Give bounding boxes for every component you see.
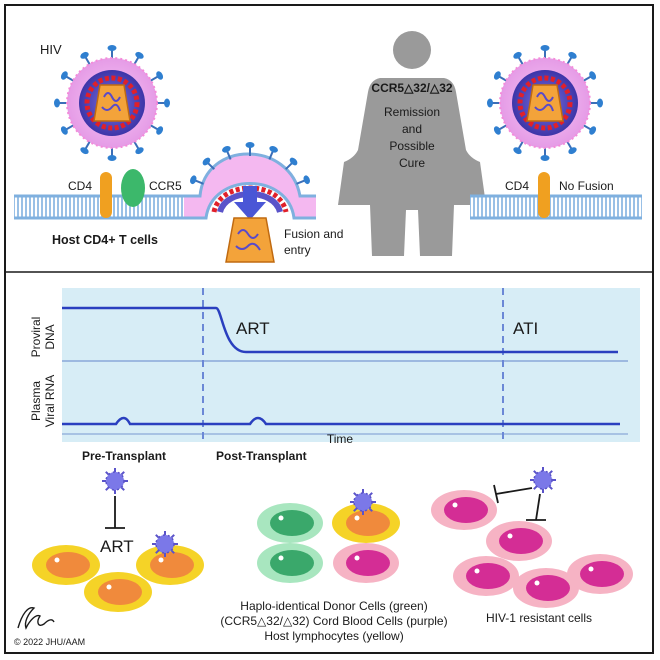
remission-line4: Cure xyxy=(399,156,425,170)
cord-cell-1 xyxy=(333,543,399,583)
remission-line3: Possible xyxy=(389,139,435,153)
envelope-spike-icon xyxy=(53,97,69,109)
host-membrane-left xyxy=(14,196,184,218)
cd4-receptor xyxy=(100,172,112,218)
legend-line2: (CCR5△32/△32) Cord Blood Cells (purple) xyxy=(220,614,447,628)
copyright-label: © 2022 JHU/AAM xyxy=(14,637,85,647)
legend-line3: Host lymphocytes (yellow) xyxy=(264,629,403,643)
entry-arrow xyxy=(234,186,266,220)
virus-icon-pre xyxy=(101,467,129,495)
resistant-cell-1 xyxy=(431,490,497,530)
envelope-spike-icon xyxy=(106,146,118,162)
envelope-spike-icon xyxy=(539,146,551,162)
cd4-right-label: CD4 xyxy=(505,179,529,193)
plasma-rna-curve xyxy=(62,416,620,426)
pre-transplant-label: Pre-Transplant xyxy=(82,449,166,463)
cd4-label: CD4 xyxy=(68,179,92,193)
hiv-label: HIV xyxy=(40,42,62,57)
ccr5-genotype-label: CCR5△32/△32 xyxy=(371,81,452,95)
fusion-label-line2: entry xyxy=(284,243,311,257)
block-line-2 xyxy=(535,493,541,521)
time-axis-label: Time xyxy=(327,432,354,446)
resistant-cell-2 xyxy=(486,521,552,561)
virus-icon-on-host xyxy=(151,530,179,558)
artist-signature xyxy=(17,607,55,630)
envelope-spike-icon xyxy=(539,44,551,60)
ccr5-label: CCR5 xyxy=(149,179,182,193)
envelope-spike-icon xyxy=(155,97,171,109)
host-cell-1 xyxy=(32,545,100,585)
proviral-label-line2: DNA xyxy=(43,324,57,349)
host-membrane-right xyxy=(470,196,642,218)
art-bottom-label: ART xyxy=(100,537,134,556)
plasma-label-line1: Plasma xyxy=(29,381,43,421)
host-cd4-t-cells-label: Host CD4+ T cells xyxy=(52,233,158,247)
ati-timeline-label: ATI xyxy=(513,319,538,338)
no-fusion-label: No Fusion xyxy=(559,179,614,193)
ccr5-coreceptor xyxy=(121,169,145,207)
host-cell-3 xyxy=(84,572,152,612)
hiv-virion-right xyxy=(486,44,604,162)
envelope-spike-icon xyxy=(486,97,502,109)
virus-icon-post xyxy=(349,488,377,516)
remission-line1: Remission xyxy=(384,105,440,119)
envelope-spike-icon xyxy=(588,97,604,109)
resistant-cell-5 xyxy=(567,554,633,594)
entering-capsid xyxy=(225,217,275,263)
patient-silhouette xyxy=(338,31,486,256)
donor-cell-2 xyxy=(257,543,323,583)
resistant-cells-label: HIV-1 resistant cells xyxy=(486,611,592,625)
donor-cell-1 xyxy=(257,503,323,543)
proviral-label-line1: Proviral xyxy=(29,317,43,358)
post-transplant-label: Post-Transplant xyxy=(216,449,307,463)
resistant-cell-3 xyxy=(453,556,519,596)
envelope-spike-icon xyxy=(106,44,118,60)
legend-line1: Haplo-identical Donor Cells (green) xyxy=(240,599,427,613)
proviral-dna-curve xyxy=(62,306,618,354)
block-line-1 xyxy=(495,487,533,495)
fusion-label-line1: Fusion and xyxy=(284,227,343,241)
cd4-receptor-right xyxy=(538,172,550,218)
art-timeline-label: ART xyxy=(236,319,270,338)
virus-icon-resistant xyxy=(529,466,557,494)
hiv-virion-left xyxy=(53,44,171,162)
remission-line2: and xyxy=(402,122,422,136)
timeline-background xyxy=(62,288,640,442)
plasma-label-line2: Viral RNA xyxy=(43,375,57,427)
